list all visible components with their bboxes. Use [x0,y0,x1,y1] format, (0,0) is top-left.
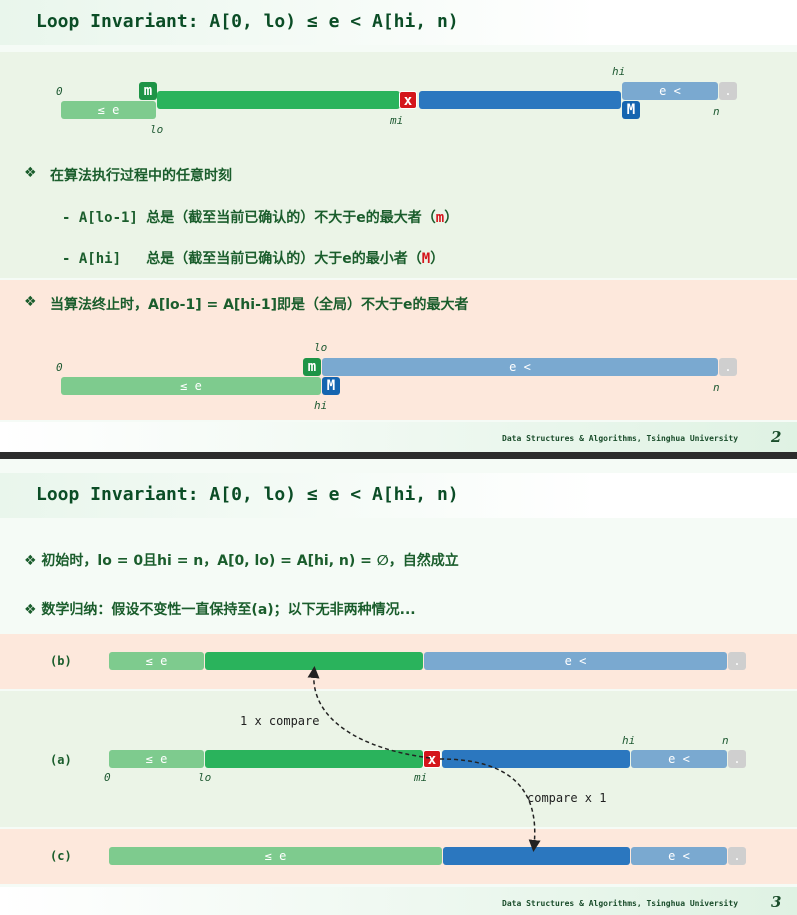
slide-title-bar: Loop Invariant: A[0, lo) ≤ e < A[hi, n) [0,0,797,45]
slide-3: Loop Invariant: A[0, lo) ≤ e < A[hi, n) … [0,459,797,915]
annot-compare-left: 1 x compare [240,714,320,728]
line-lo-close: ） [444,210,459,226]
line-hi-close: ） [430,251,445,267]
segment-end-2: . [719,358,737,376]
segment-end: . [719,82,737,100]
label-zero-2: 0 [56,361,63,374]
case-a-gt-e: e < [631,750,727,768]
line-hi-mark: M [421,251,431,267]
page-number-2: 3 [771,893,782,911]
tag-x: x [399,91,417,109]
case-a-end: . [728,750,746,768]
case-a-lo-mi [205,750,423,768]
bullet-termination: 当算法终止时，A[lo-1] = A[hi-1]即是（全局）不大于e的最大者 [50,297,469,313]
line-lo-prefix: - A[lo-1] [62,210,147,226]
slide-footer: Data Structures & Algorithms, Tsinghua U… [0,422,797,452]
case-b-end: . [728,652,746,670]
segment-lo-mi [157,91,400,109]
label-hi: hi [612,65,626,78]
case-a-label-mi: mi [414,771,428,784]
case-c-band: (c) ≤ e e < . [0,829,797,884]
case-a-label: (a) [50,753,72,767]
segment-gt-e-2: e < [322,358,718,376]
case-a-mi-hi [442,750,630,768]
line-hi-prefix: - A[hi] [62,251,147,267]
line-hi: - A[hi] 总是（截至当前已确认的）大于e的最小者（M） [62,248,444,268]
case-c-end: . [728,847,746,865]
bullet-induction: ❖ 数学归纳：假设不变性一直保持至(a)；以下无非两种情况... [24,602,416,618]
page-number: 2 [771,428,782,446]
segment-mi-hi [419,91,621,109]
footer-text-2: Data Structures & Algorithms, Tsinghua U… [502,899,739,908]
tag-m-2: m [303,358,321,376]
bullet-any-time: 在算法执行过程中的任意时刻 [50,168,232,184]
annot-compare-right: compare x 1 [527,791,607,805]
label-hi-2: hi [314,399,328,412]
case-b-le-e: ≤ e [109,652,204,670]
case-b-gt-e: e < [424,652,727,670]
line-lo-text: 总是（截至当前已确认的）不大于e的最大者（ [146,210,436,226]
segment-le-e: ≤ e [61,101,156,119]
label-lo-2: lo [314,341,328,354]
case-b-band: (b) ≤ e e < . [0,634,797,689]
slide-title-bar-2: Loop Invariant: A[0, lo) ≤ e < A[hi, n) [0,473,797,518]
case-b-extended [205,652,423,670]
invariant-band: 0 m hi ≤ e x e < . M lo mi n ❖ 在算法执行过程中的… [0,52,797,278]
bullet-marker: ❖ [24,165,37,181]
compare-arrows [307,666,541,852]
label-n: n [713,105,720,118]
arrow-to-case-c [439,758,541,852]
case-c-le-e: ≤ e [109,847,442,865]
case-a-band: (a) hi n ≤ e x e < . 0 lo mi [0,691,797,827]
label-n-2: n [713,381,720,394]
line-hi-text: 总是（截至当前已确认的）大于e的最小者（ [146,251,422,267]
label-lo: lo [150,123,164,136]
case-a-label-hi: hi [622,734,636,747]
line-lo-minus-1: - A[lo-1] 总是（截至当前已确认的）不大于e的最大者（m） [62,207,458,227]
case-c-label: (c) [50,849,72,863]
case-a-label-n: n [722,734,729,747]
slide-separator [0,452,797,459]
case-a-le-e: ≤ e [109,750,204,768]
termination-band: ❖ 当算法终止时，A[lo-1] = A[hi-1]即是（全局）不大于e的最大者… [0,280,797,420]
label-mi: mi [390,114,404,127]
case-c-gt-e: e < [631,847,727,865]
slide-footer-2: Data Structures & Algorithms, Tsinghua U… [0,887,797,915]
tag-M-2: M [322,377,340,395]
footer-text: Data Structures & Algorithms, Tsinghua U… [502,434,739,443]
case-a-label-lo: lo [198,771,212,784]
bullet-marker-2: ❖ [24,294,37,310]
case-c-shrunk [443,847,630,865]
label-zero: 0 [56,85,63,98]
segment-gt-e: e < [622,82,718,100]
line-lo-mark: m [435,210,445,226]
segment-le-e-2: ≤ e [61,377,321,395]
slide-title-2: Loop Invariant: A[0, lo) ≤ e < A[hi, n) [36,484,459,505]
slide-title: Loop Invariant: A[0, lo) ≤ e < A[hi, n) [36,11,459,32]
case-b-label: (b) [50,654,72,668]
arrow-to-case-b [307,666,431,759]
bullet-initial: ❖ 初始时，lo = 0且hi = n，A[0, lo) = A[hi, n) … [24,553,459,569]
tag-M: M [622,101,640,119]
slide-2: Loop Invariant: A[0, lo) ≤ e < A[hi, n) … [0,0,797,452]
case-a-label-0: 0 [104,771,111,784]
tag-m: m [139,82,157,100]
